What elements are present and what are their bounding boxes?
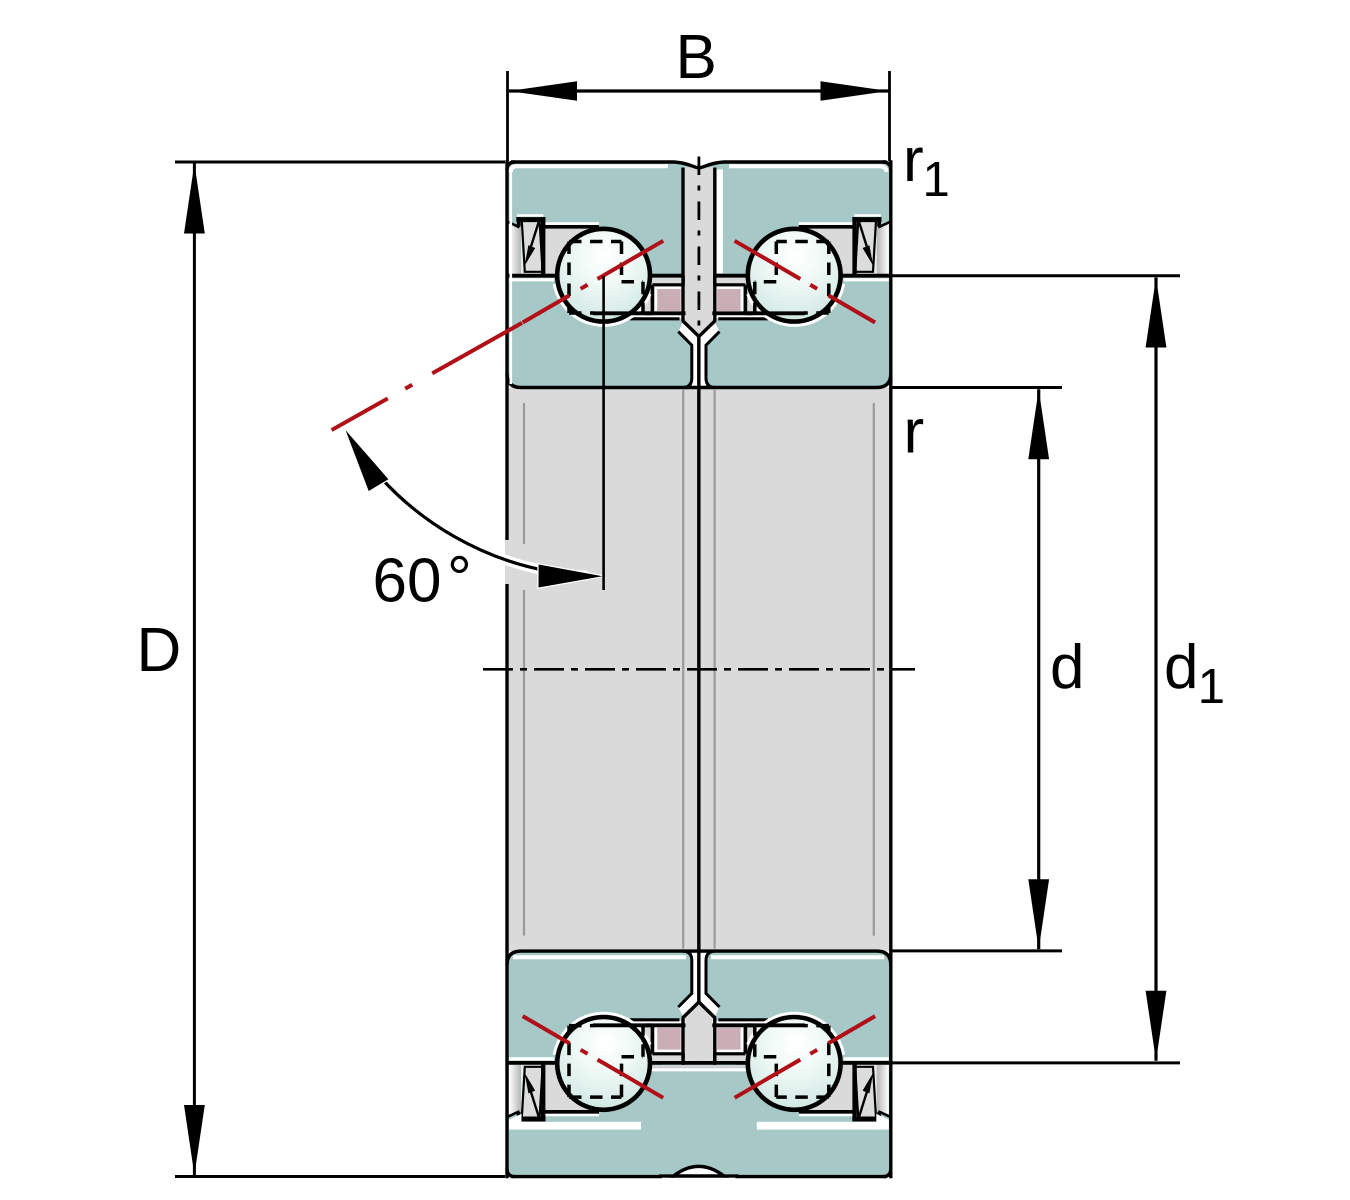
svg-text:°: ° bbox=[447, 544, 472, 613]
svg-text:d: d bbox=[1050, 633, 1084, 702]
svg-text:r: r bbox=[903, 126, 924, 195]
svg-text:1: 1 bbox=[923, 153, 950, 207]
svg-text:d: d bbox=[1164, 633, 1198, 702]
svg-text:60: 60 bbox=[373, 547, 442, 616]
svg-text:D: D bbox=[137, 616, 182, 685]
svg-text:1: 1 bbox=[1198, 660, 1225, 714]
svg-text:r: r bbox=[904, 398, 925, 467]
svg-text:B: B bbox=[676, 23, 717, 92]
